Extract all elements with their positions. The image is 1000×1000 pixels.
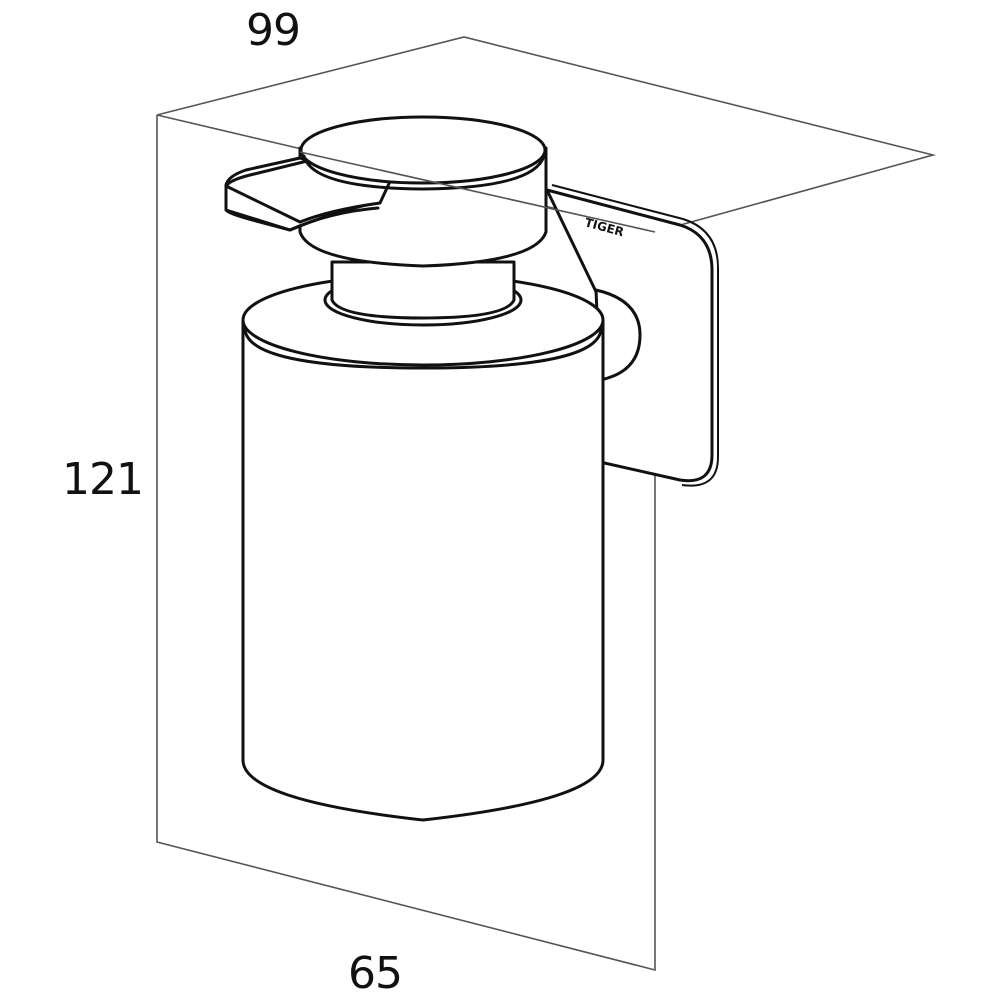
width-dimension-label: 99 (246, 5, 301, 56)
bottle-body (241, 273, 605, 822)
bounding-box-front-face (156, 115, 656, 972)
bounding-box-edge-overlay (299, 151, 656, 233)
pump-collar (323, 260, 523, 327)
pump-head (224, 115, 548, 268)
depth-dimension-label: 65 (348, 948, 403, 999)
wall-plate: TIGER (545, 184, 719, 487)
height-dimension-label: 121 (62, 454, 144, 505)
